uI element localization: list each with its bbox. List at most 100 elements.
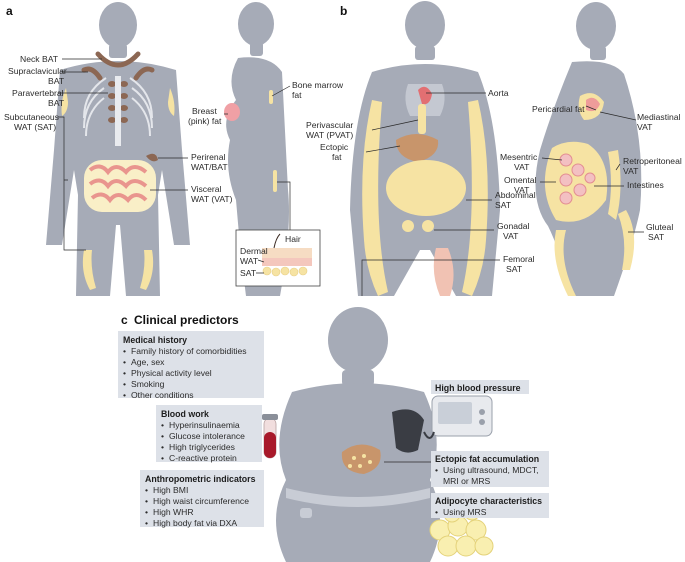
ef-item-2: MRI or MRS [443,476,491,486]
label-gonadal-vat: VAT [503,231,519,241]
medical-history-title: Medical history [123,335,187,345]
liver-ectopic [396,134,439,162]
label-supraclavicular-bat: BAT [48,76,65,86]
bw-bullet-1: • [161,420,164,430]
heart [586,97,600,112]
gonadal-vat-right [422,220,434,232]
blood-pressure-box: High blood pressure [431,380,529,394]
label-dermal-wat: WAT [240,256,259,266]
label-pink-fat: (pink) fat [188,116,222,126]
rib-cage [83,77,153,137]
label-perirenal: Perirenal [191,152,225,162]
abdominal-sat [386,160,466,216]
blood-pressure-title: High blood pressure [435,383,521,393]
label-pvat: WAT (PVAT) [306,130,353,140]
leg-sat-left [82,250,96,290]
spine [115,76,121,146]
paravertebral-bat [108,81,128,123]
panel-a-label: a [6,4,13,18]
arm-sat-left [61,88,68,116]
label-breast: Breast [192,106,217,116]
label-bone-marrow-fat: fat [292,90,302,100]
aorta-heart [418,86,432,105]
pvat [418,104,426,134]
gonadal-vat-left [402,220,414,232]
label-femoral-sat: SAT [506,264,523,274]
mh-bullet-3: • [123,368,126,378]
label-wat-sat: WAT (SAT) [14,122,56,132]
panel-a-front-tissues [61,51,175,290]
panel-c-body-details [286,444,430,518]
tape-measure [286,488,430,507]
adipocyte-box: Adipocyte characteristics • Using MRS [431,493,549,518]
leg-sat-right [140,250,154,290]
label-abdominal: Abdominal [495,190,536,200]
label-gluteal: Gluteal [646,222,673,232]
blood-work-title: Blood work [161,409,209,419]
an-bullet-1: • [145,485,148,495]
mh-bullet-1: • [123,346,126,356]
label-ectopic-fat: fat [332,152,342,162]
label-gonadal: Gonadal [497,221,530,231]
label-mediastinal-vat: VAT [637,122,653,132]
label-mesentric: Mesentric [500,152,538,162]
label-neck-bat: Neck BAT [20,54,59,64]
label-intestines: Intestines [627,180,664,190]
an-bullet-2: • [145,496,148,506]
bw-bullet-2: • [161,431,164,441]
bw-item-3: High triglycerides [169,442,235,452]
bw-item-4: C-reactive protein [169,453,237,463]
panel-b-front-tissues [362,84,488,296]
blood-vial [262,414,278,459]
anthropometric-box: Anthropometric indicators • High BMI • H… [140,470,264,528]
label-subcutaneous: Subcutaneous [4,112,59,122]
label-paravertebral: Paravertebral [12,88,64,98]
label-inset-sat: SAT [240,268,257,278]
intestines [84,160,156,212]
an-item-3: High WHR [153,507,194,517]
perirenal-fat [146,153,158,162]
anthropometric-title: Anthropometric indicators [145,474,256,484]
leg-marrow-fat [273,170,277,192]
label-omental: Omental [504,175,537,185]
bone-marrow-fat [269,90,273,104]
neck-bat [95,51,141,68]
panel-a-side-labels: Bone marrow fat Breast (pink) fat [188,80,344,230]
gluteal-sat [618,210,635,270]
front-sat-left [362,100,388,296]
mh-item-4: Smoking [131,379,165,389]
label-femoral: Femoral [503,254,535,264]
label-abdominal-sat: SAT [495,200,512,210]
label-aorta: Aorta [488,88,509,98]
label-wat-vat: WAT (VAT) [191,194,233,204]
ef-item-1: Using ultrasound, MDCT, [443,465,539,475]
femoral-muscle [433,248,454,296]
bw-bullet-3: • [161,442,164,452]
panel-c-title: Clinical predictors [134,313,239,327]
mh-item-5: Other conditions [131,390,194,400]
thigh-sat [554,230,576,296]
supraclavicular-bat [81,66,155,81]
label-bone-marrow: Bone marrow [292,80,344,90]
label-retroperitoneal-vat: VAT [623,166,639,176]
an-bullet-3: • [145,507,148,517]
bw-item-2: Glucose intolerance [169,431,245,441]
ectopic-fat-box: Ectopic fat accumulation • Using ultraso… [431,451,549,487]
panel-a-front-silhouette [46,2,190,296]
ef-bullet-1: • [435,465,438,475]
label-supraclavicular: Supraclavicular [8,66,67,76]
label-omental-vat: VAT [514,185,530,195]
mh-bullet-4: • [123,379,126,389]
ectopic-fat-title: Ectopic fat accumulation [435,454,539,464]
tape-end [300,508,312,518]
ad-item-1: Using MRS [443,507,487,517]
label-mesentric-vat: VAT [514,162,530,172]
bp-screen [438,402,472,424]
label-dermal: Dermal [240,246,268,256]
panel-a-side-tissues [224,90,277,192]
bp-cuff [392,409,424,453]
panel-a-front-labels: Neck BAT Supraclavicular BAT Paravertebr… [4,54,233,251]
label-wat-bat: WAT/BAT [191,162,228,172]
label-gluteal-sat: SAT [648,232,665,242]
